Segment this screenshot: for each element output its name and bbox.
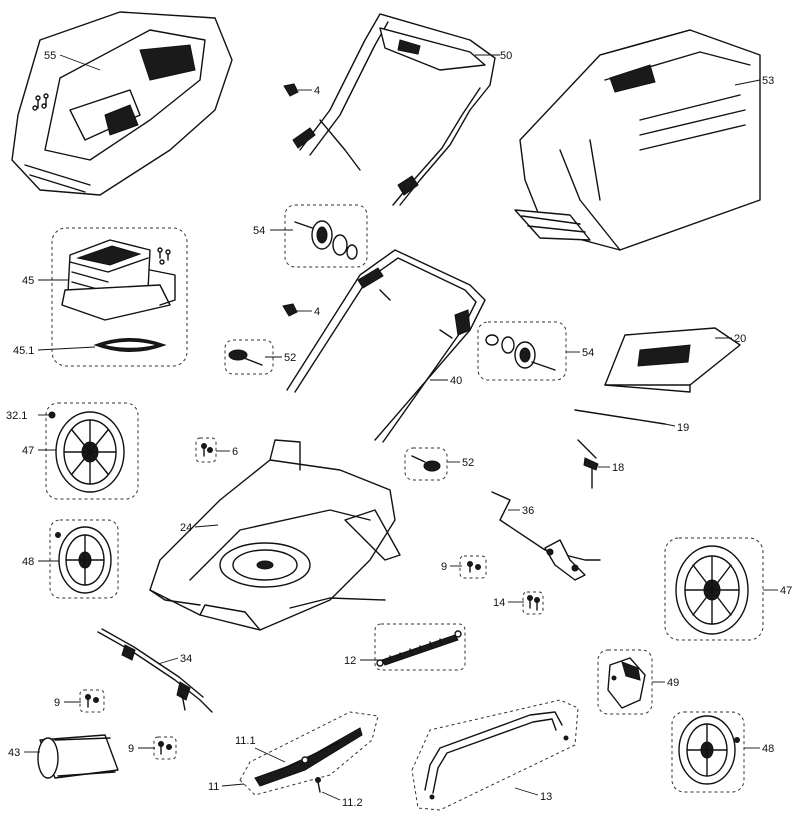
- leader-11: [221, 783, 245, 787]
- part-20-safety-flap: [604, 327, 741, 393]
- part-47-rear-wheel-right: [664, 537, 764, 641]
- callout-47b: 47: [780, 585, 792, 597]
- part-9-screw-set-left: [79, 689, 105, 713]
- leader-34: [157, 657, 179, 665]
- callout-20: 20: [734, 333, 746, 345]
- part-47-rear-wheel-left: [45, 402, 139, 500]
- part-52-clip-right: [404, 447, 448, 481]
- callout-50: 50: [500, 50, 512, 62]
- part-6-screw-set: [195, 437, 217, 463]
- part-11-blade-assembly: [239, 711, 379, 796]
- part-49-side-cover: [597, 649, 653, 715]
- part-45-motor: [51, 227, 188, 367]
- part-18-torsion-spring: [577, 439, 599, 489]
- callout-53: 53: [762, 75, 774, 87]
- part-4-knob-lower: [282, 303, 298, 317]
- part-13-bail-bar: [411, 699, 579, 811]
- part-54-axle-kit-upper: [284, 204, 368, 268]
- callout-43: 43: [8, 747, 20, 759]
- callout-55: 55: [44, 50, 56, 62]
- part-52-clip-left: [224, 339, 274, 375]
- callout-54a: 54: [253, 225, 265, 237]
- callout-9b: 9: [54, 697, 60, 709]
- part-9-screw-set-bottom: [153, 736, 177, 760]
- part-24-mower-deck: [149, 439, 401, 631]
- callout-9c: 9: [128, 743, 134, 755]
- callout-13: 13: [540, 791, 552, 803]
- part-9-screw-set-mid: [459, 555, 487, 579]
- part-48-front-wheel-left: [49, 519, 119, 599]
- callout-18: 18: [612, 462, 624, 474]
- leader-53: [734, 79, 761, 86]
- callout-19: 19: [677, 422, 689, 434]
- callout-49: 49: [667, 677, 679, 689]
- callout-40: 40: [450, 375, 462, 387]
- part-36-height-adjuster: [491, 491, 601, 581]
- leader-45-1: [37, 346, 96, 351]
- callout-47a: 47: [22, 445, 34, 457]
- callout-48a: 48: [22, 556, 34, 568]
- leader-24: [194, 524, 219, 528]
- callout-6: 6: [232, 446, 238, 458]
- callout-9a: 9: [441, 561, 447, 573]
- part-53-grass-box: [514, 29, 761, 251]
- part-40-lower-handle: [286, 249, 486, 443]
- part-43-roller: [37, 734, 119, 779]
- part-55-top-cover: [11, 11, 233, 196]
- callout-32-1: 32.1: [6, 410, 27, 422]
- leader-55: [59, 54, 101, 71]
- part-4-knob-upper: [283, 83, 299, 97]
- part-50-upper-handle: [292, 13, 496, 206]
- callout-11-2: 11.2: [342, 797, 363, 809]
- callout-4b: 4: [314, 306, 320, 318]
- part-34-front-axle: [97, 628, 213, 713]
- callout-52b: 52: [462, 457, 474, 469]
- callout-45: 45: [22, 275, 34, 287]
- leader-13: [514, 787, 539, 796]
- part-48-front-wheel-right: [671, 711, 745, 793]
- leader-11-2: [321, 791, 341, 801]
- part-14-screw-set: [522, 591, 544, 615]
- part-54-axle-kit-lower: [477, 321, 567, 381]
- callout-14: 14: [493, 597, 505, 609]
- callout-45-1: 45.1: [13, 345, 34, 357]
- leader-11-1: [254, 747, 286, 763]
- callout-54b: 54: [582, 347, 594, 359]
- leader-19: [664, 423, 676, 427]
- part-12-tension-spring: [374, 623, 466, 671]
- callout-11: 11: [208, 781, 219, 793]
- callout-34: 34: [180, 653, 192, 665]
- callout-11-1: 11.1: [235, 735, 256, 747]
- callout-4a: 4: [314, 85, 320, 97]
- callout-36: 36: [522, 505, 534, 517]
- callout-12: 12: [344, 655, 356, 667]
- part-19-rod: [574, 409, 666, 425]
- callout-52a: 52: [284, 352, 296, 364]
- callout-48b: 48: [762, 743, 774, 755]
- callout-24: 24: [180, 522, 192, 534]
